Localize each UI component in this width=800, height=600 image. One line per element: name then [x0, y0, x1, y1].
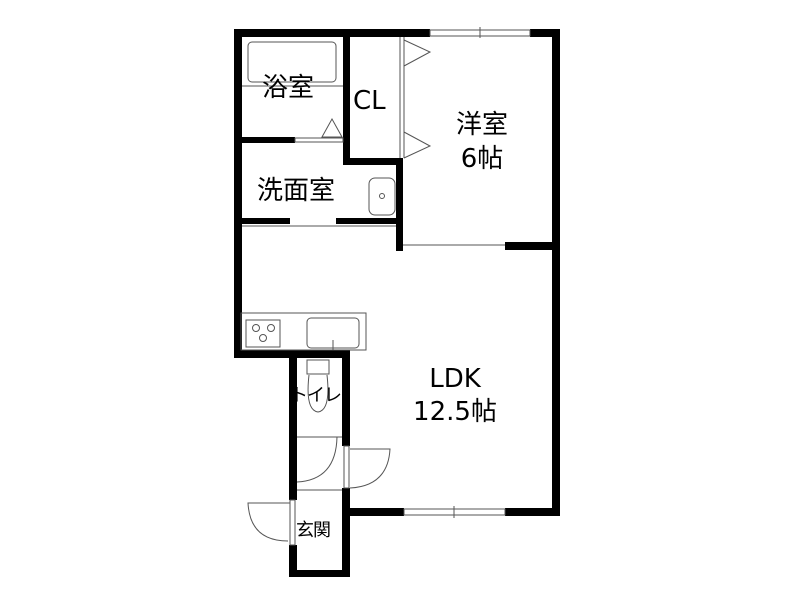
wall	[289, 570, 350, 577]
wall	[234, 29, 430, 37]
wash-basin	[368, 177, 396, 216]
wall	[289, 350, 297, 500]
wall	[336, 218, 403, 224]
room-label-toilet: トイレ	[290, 385, 342, 406]
wall	[342, 488, 350, 577]
walls	[234, 29, 560, 577]
wall	[342, 350, 350, 446]
fixtures	[240, 27, 531, 546]
kitchen-counter	[240, 312, 367, 351]
bathtub	[247, 41, 337, 83]
wall	[343, 158, 403, 165]
room-size-ldk: 12.5帖	[413, 397, 497, 427]
closet-door	[403, 39, 432, 67]
room-size-western: 6帖	[460, 144, 504, 174]
wall	[396, 158, 403, 251]
room-label-western: 洋室	[455, 110, 508, 140]
room-label-ldk: LDK	[429, 364, 481, 394]
wall	[505, 242, 560, 250]
wall	[343, 29, 350, 165]
wall	[342, 508, 404, 516]
room-label-entrance: 玄関	[296, 520, 331, 541]
room-label-bathroom: 浴室	[262, 73, 315, 103]
wall	[234, 29, 242, 358]
toilet	[306, 359, 330, 375]
room-label-washroom: 洗面室	[257, 176, 336, 206]
wall	[234, 218, 290, 224]
wall	[505, 508, 560, 516]
wall	[552, 29, 560, 516]
room-label-closet: CL	[353, 86, 386, 116]
closet-door	[403, 131, 432, 159]
wall	[530, 29, 560, 37]
wall	[234, 137, 295, 143]
bath-door-icon	[321, 117, 343, 138]
wall	[289, 545, 297, 577]
stove	[245, 319, 281, 348]
